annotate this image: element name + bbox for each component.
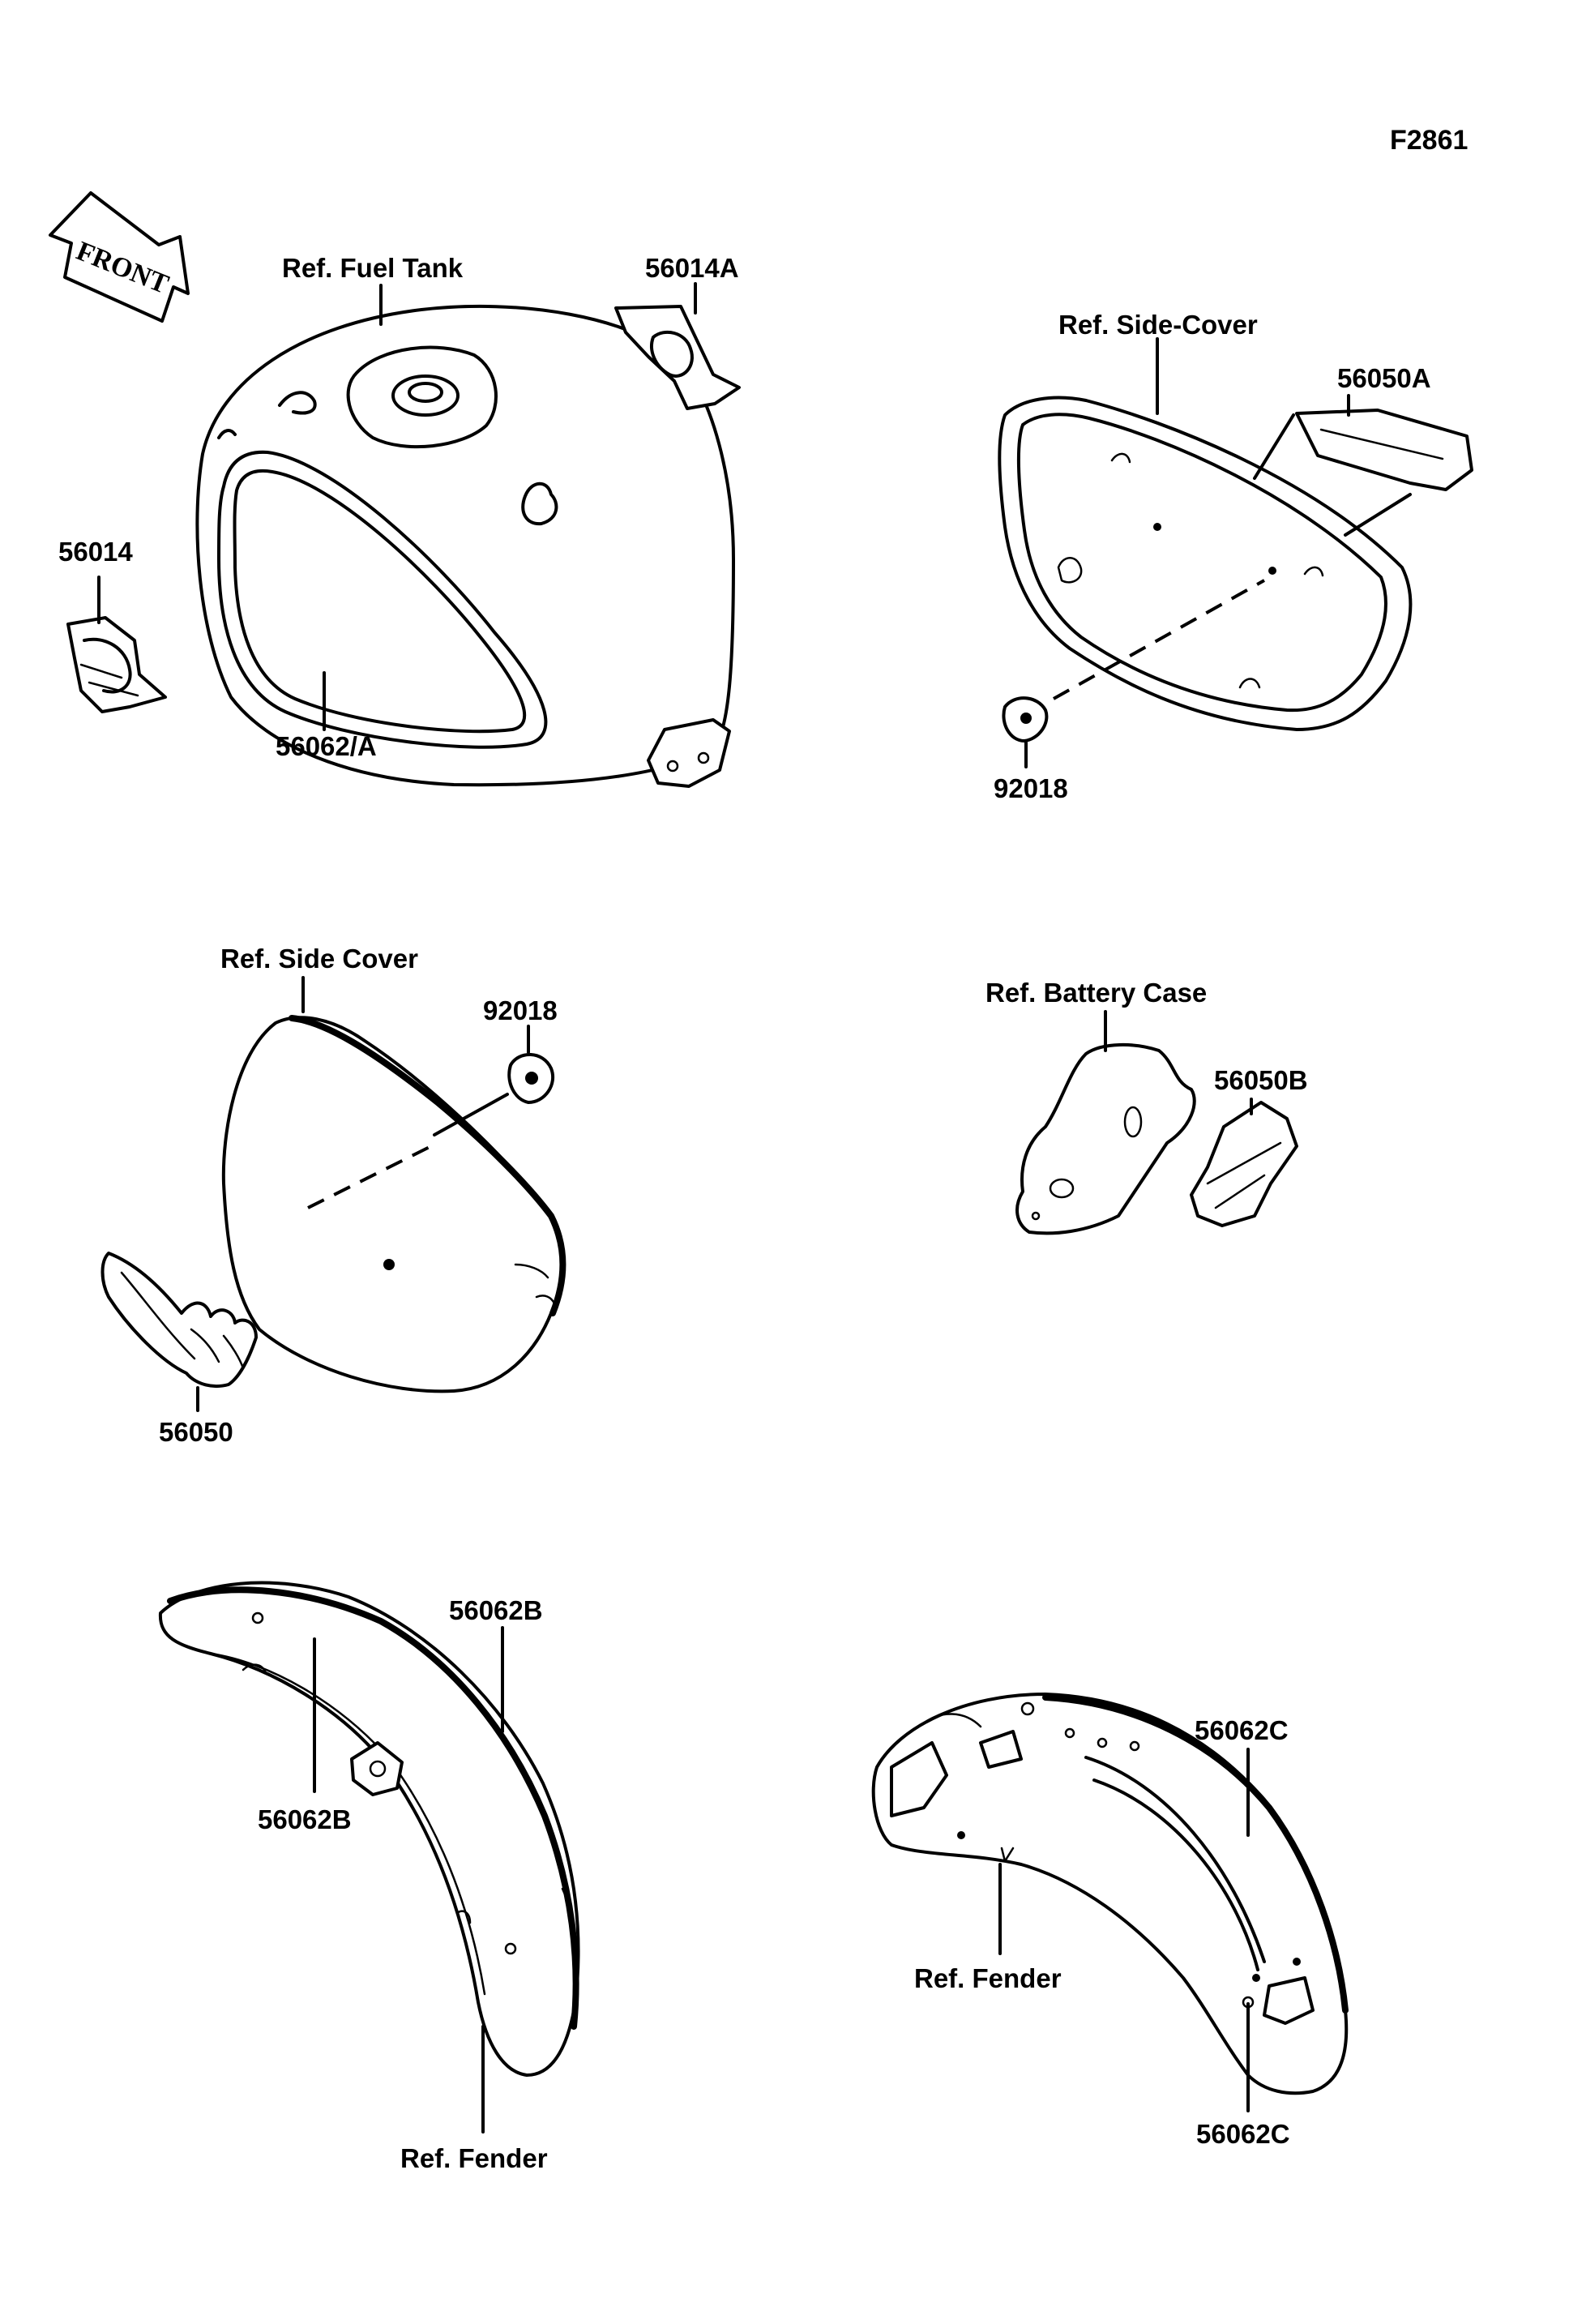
rear-fender: [871, 1693, 1349, 2095]
fuel-tank-ref-label: Ref. Fuel Tank: [282, 253, 464, 283]
front-fender-ref-label: Ref. Fender: [400, 2143, 548, 2173]
p56050b-label: 56050B: [1214, 1065, 1308, 1095]
p92018-mid-label: 92018: [483, 995, 558, 1025]
side-cover-top: [998, 396, 1413, 731]
emblem-56014: [66, 616, 167, 713]
p56062b-inner-label: 56062B: [258, 1804, 352, 1834]
p56050a-conn-1: [1253, 413, 1295, 480]
p56062c-top-label: 56062C: [1195, 1715, 1289, 1745]
p56062b-outer-label: 56062B: [449, 1595, 543, 1625]
emblem-56050a: [1295, 409, 1473, 491]
grommet-92018-mid: [507, 1053, 554, 1104]
grommet-top-dashed-line: [1053, 579, 1265, 700]
fuel-tank: [195, 304, 735, 788]
side-cover-mid: [221, 1015, 566, 1393]
p56062c-bottom-label: 56062C: [1196, 2119, 1290, 2149]
figure-id: F2861: [1390, 125, 1468, 156]
side-cover-top-ref-label: Ref. Side-Cover: [1058, 310, 1258, 340]
p56050a-conn-2: [1344, 493, 1412, 537]
emblem-56014a: [614, 305, 741, 410]
p56050a-label: 56050A: [1337, 363, 1431, 393]
p56014-label: 56014: [58, 537, 133, 567]
front-arrow-icon: FRONT: [49, 191, 190, 323]
p56062a-label: 56062/A: [276, 731, 377, 761]
grommet-mid-leader-line: [433, 1093, 509, 1136]
emblem-56050b: [1190, 1101, 1298, 1227]
battery-case-ref-label: Ref. Battery Case: [985, 978, 1207, 1008]
side-cover-mid-ref-label: Ref. Side Cover: [220, 944, 418, 974]
battery-case: [1015, 1043, 1196, 1235]
p56014a-label: 56014A: [645, 253, 739, 283]
p56050-label: 56050: [159, 1417, 233, 1447]
vulcan-emblem-icon: [100, 1252, 258, 1389]
grommet-92018-top: [1002, 696, 1049, 743]
side-cover-mid-dashed-line: [307, 1141, 438, 1209]
p92018-top-label: 92018: [994, 773, 1068, 803]
rear-fender-ref-label: Ref. Fender: [914, 1963, 1062, 1993]
front-fender: [158, 1581, 580, 2077]
